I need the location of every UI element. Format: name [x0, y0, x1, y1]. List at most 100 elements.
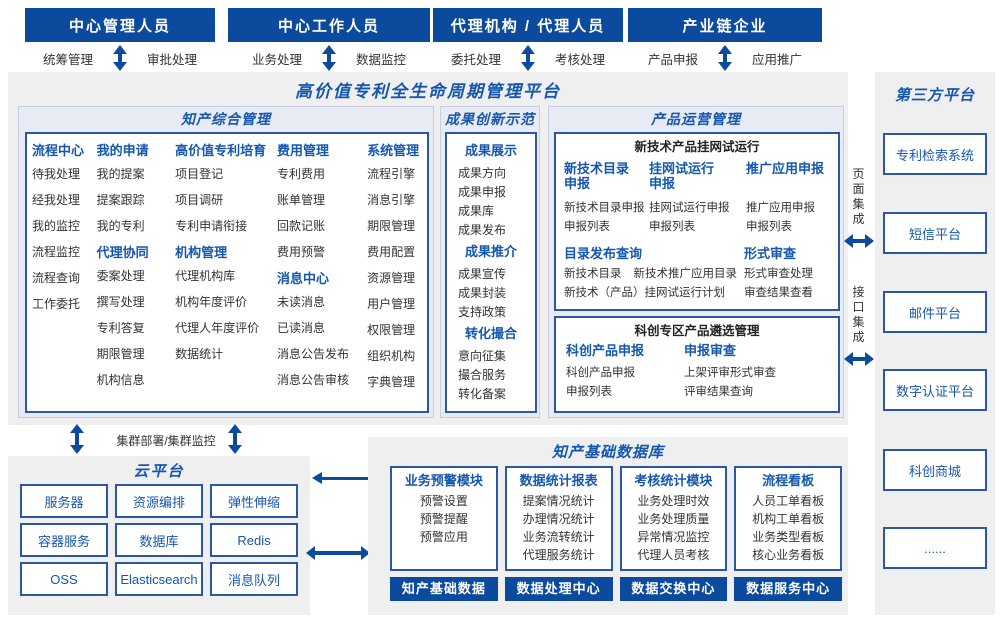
role-action-label: 业务处理: [251, 52, 302, 67]
cloud-service-box: Redis: [210, 523, 298, 557]
role-action-label: 考核处理: [555, 52, 606, 67]
cloud-service-box: 消息队列: [210, 562, 298, 596]
menu-item: 项目调研: [175, 193, 224, 207]
catalog-publish-query: 目录发布查询 新技术目录新技术推广应用目录 新技术（产品）挂网试运行计划: [564, 246, 744, 303]
module-header: 业务预警模块: [404, 473, 483, 488]
cloud-service-box: 容器服务: [20, 523, 108, 557]
menu-item: 权限管理: [367, 323, 416, 337]
platform-title: 高价值专利全生命周期管理平台: [295, 82, 561, 101]
menu-item: 撰写处理: [96, 295, 145, 309]
menu-item: 委案处理: [96, 269, 145, 283]
group-header: 费用管理: [276, 143, 329, 158]
role-actions: 产品申报 应用推广: [628, 45, 822, 71]
section-title: 成果创新示范: [445, 111, 535, 127]
menu-item: 审查结果查看: [744, 287, 813, 299]
menu-item: 意向征集: [458, 349, 507, 363]
group-header: 机构管理: [175, 245, 228, 260]
cloud-title: 云平台: [133, 463, 185, 480]
group-header: 流程中心: [32, 143, 85, 158]
menu-item: 代理机构库: [175, 269, 236, 283]
module-footer: 知产基础数据: [390, 577, 498, 601]
module-header: 考核统计模块: [634, 473, 713, 488]
role-title: 中心工作人员: [228, 8, 430, 42]
menu-item: 用户管理: [367, 297, 416, 311]
menu-item: 未读消息: [276, 295, 325, 309]
trial-columns: 新技术目录申报 新技术目录申报申报列表 挂网试运行申报 挂网试运行申报申报列表 …: [556, 161, 838, 237]
menu-item: 流程引擎: [367, 167, 416, 181]
role-title: 代理机构 / 代理人员: [433, 8, 623, 42]
menu-item: 费用预警: [276, 245, 325, 259]
module-item: 异常情况监控: [637, 530, 710, 544]
menu-item: 流程查询: [32, 271, 81, 285]
achievement-panel: 成果展示 成果方向成果申报成果库成果发布 成果推介 成果宣传成果封装支持政策 转…: [445, 132, 537, 413]
menu-item: 申报列表: [564, 221, 610, 233]
module-item: 人员工单看板: [752, 494, 825, 508]
menu-item: 流程监控: [32, 245, 81, 259]
third-party-box: 科创商城: [883, 449, 987, 491]
module-item: 业务类型看板: [752, 530, 825, 544]
menu-item: 新技术目录申报: [564, 202, 645, 214]
menu-item: 成果发布: [458, 223, 507, 237]
role-title: 产业链企业: [628, 8, 822, 42]
updown-arrow-icon: [113, 45, 127, 71]
updown-arrow-icon: [70, 424, 84, 454]
group-header: 我的申请: [96, 143, 149, 158]
updown-arrow-icon: [322, 45, 336, 71]
column-new-tech-catalog: 新技术目录申报 新技术目录申报申报列表: [564, 161, 645, 237]
group-header: 消息中心: [276, 271, 329, 286]
formal-review: 形式审查 形式审查处理审查结果查看: [744, 246, 830, 303]
menu-item: 我的提案: [96, 167, 145, 181]
column-process-center: 流程中心 待我处理经我处理我的监控流程监控流程查询工作委托: [32, 143, 97, 402]
menu-item: 申报列表: [746, 221, 792, 233]
role-group-enterprises: 产业链企业 产品申报 应用推广: [628, 8, 822, 71]
module-item: 预警设置: [419, 494, 468, 508]
menu-item: 成果方向: [458, 166, 507, 180]
menu-item: 消息公告审核: [276, 373, 349, 387]
module-item: 业务处理时效: [637, 494, 710, 508]
column-promo-declare: 推广应用申报 推广应用申报申报列表: [746, 161, 830, 237]
trial-bottom-row: 目录发布查询 新技术目录新技术推广应用目录 新技术（产品）挂网试运行计划 形式审…: [556, 246, 838, 303]
menu-item: 机构年度评价: [175, 295, 248, 309]
role-action-label: 数据监控: [356, 52, 407, 67]
menu-item: 转化备案: [458, 387, 507, 401]
section-title: 产品运营管理: [651, 111, 741, 127]
section-achievement-innovation: 成果创新示范 成果展示 成果方向成果申报成果库成果发布 成果推介 成果宣传成果封…: [440, 106, 540, 418]
third-party-box: ......: [883, 527, 987, 569]
left-right-arrow-icon: [306, 546, 370, 560]
module-header: 流程看板: [762, 473, 815, 488]
menu-item: 期限管理: [96, 347, 145, 361]
cloud-service-box: 资源编排: [115, 484, 203, 518]
role-action-label: 委托处理: [450, 52, 501, 67]
group-header: 转化撮合: [464, 326, 517, 341]
role-action-label: 应用推广: [752, 52, 803, 67]
cloud-service-box: 数据库: [115, 523, 203, 557]
menu-item: 推广应用申报: [746, 202, 815, 214]
menu-item: 专利答复: [96, 321, 145, 335]
group-header: 成果展示: [464, 143, 517, 158]
menu-item: 成果申报: [458, 185, 507, 199]
menu-item: 我的专利: [96, 219, 145, 233]
cloud-service-box: Elasticsearch: [115, 562, 203, 596]
role-actions: 统筹管理 审批处理: [25, 45, 215, 71]
menu-item: 申报列表: [649, 221, 695, 233]
ip-management-panel: 流程中心 待我处理经我处理我的监控流程监控流程查询工作委托 我的申请 我的提案提…: [25, 132, 429, 413]
module-footer: 数据交换中心: [619, 577, 728, 601]
menu-item: 回款记账: [276, 219, 325, 233]
cloud-service-box: 服务器: [20, 484, 108, 518]
module-item: 预警提醒: [419, 512, 468, 526]
role-action-label: 产品申报: [647, 52, 698, 67]
panel-title: 科创专区产品遴选管理: [634, 324, 760, 338]
menu-item: 机构信息: [96, 373, 145, 387]
module-item: 提案情况统计: [522, 494, 595, 508]
column-system-management: 系统管理 流程引擎消息引擎期限管理费用配置资源管理用户管理权限管理组织机构字典管…: [367, 143, 422, 402]
third-party-box: 邮件平台: [883, 291, 987, 333]
left-right-arrow-icon: [844, 234, 874, 248]
module-statistics-report: 数据统计报表 提案情况统计办理情况统计业务流转统计代理服务统计 数据处理中心: [504, 466, 613, 601]
cloud-service-box: OSS: [20, 562, 108, 596]
group-header: 高价值专利培育: [175, 143, 267, 158]
interface-integration-label: 接口集成: [852, 285, 865, 344]
menu-item: 组织机构: [367, 349, 416, 363]
module-business-warning: 业务预警模块 预警设置预警提醒预警应用 知产基础数据: [390, 466, 498, 601]
module-item: 代理服务统计: [522, 548, 595, 562]
